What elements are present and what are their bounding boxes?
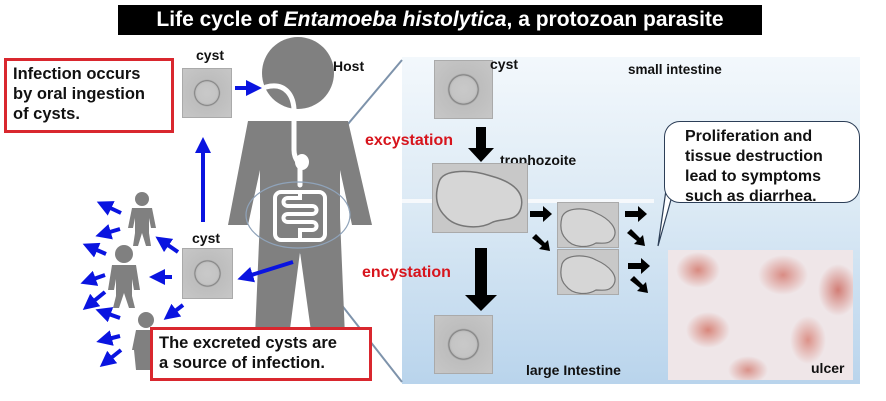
spread-arrow-8 bbox=[82, 290, 107, 311]
person-figure-1 bbox=[128, 192, 156, 246]
callout-line-3: lead to symptoms bbox=[685, 168, 822, 185]
panel-cyst-image-bottom bbox=[434, 315, 493, 374]
spread-arrow-3 bbox=[163, 303, 185, 320]
transmission-arrows bbox=[80, 80, 294, 367]
spread-arrow-5 bbox=[95, 224, 121, 240]
diagram-title: Life cycle of Entamoeba histolytica, a p… bbox=[118, 5, 762, 35]
cyst-image-bottom bbox=[182, 248, 233, 299]
excreted-line-1: The excreted cysts are bbox=[159, 334, 337, 352]
callout-line-2: tissue destruction bbox=[685, 148, 823, 165]
host-label: Host bbox=[333, 58, 365, 74]
panel-cyst-label: cyst bbox=[490, 56, 519, 72]
infection-info-box: Infection occurs by oral ingestion of cy… bbox=[4, 58, 174, 133]
cyst-top-label: cyst bbox=[196, 47, 225, 63]
encystation-label: encystation bbox=[362, 264, 451, 281]
trophozoite-image-daughter-1 bbox=[557, 202, 619, 248]
ulcer-label: ulcer bbox=[811, 360, 845, 376]
spread-arrow-9 bbox=[95, 307, 121, 323]
infection-line-3: of cysts. bbox=[13, 105, 80, 123]
trophozoite-image bbox=[432, 163, 528, 233]
spread-arrow-7 bbox=[80, 270, 106, 286]
digestive-tract-icon bbox=[263, 83, 327, 242]
division-arrow-down bbox=[532, 234, 550, 251]
symptoms-callout: Proliferation and tissue destruction lea… bbox=[664, 121, 860, 205]
proliferation-arrow-1 bbox=[625, 206, 647, 222]
person-figure-2 bbox=[108, 245, 140, 308]
proliferation-arrow-2 bbox=[627, 229, 645, 246]
callout-line-1: Proliferation and bbox=[685, 128, 813, 145]
proliferation-arrow-4 bbox=[630, 276, 648, 293]
callout-line-4: such as diarrhea. bbox=[685, 188, 817, 205]
infection-line-1: Infection occurs bbox=[13, 65, 141, 83]
intestine-divider bbox=[402, 199, 654, 203]
title-suffix: , a protozoan parasite bbox=[506, 8, 724, 31]
spread-arrow-4 bbox=[96, 201, 122, 216]
excreted-info-box: The excreted cysts are a source of infec… bbox=[150, 327, 372, 381]
panel-cyst-image-top bbox=[434, 60, 493, 119]
title-prefix: Life cycle of bbox=[156, 8, 284, 31]
intestine-focus-ellipse bbox=[245, 181, 351, 249]
lifecycle-arrows bbox=[465, 127, 650, 311]
excystation-label: excystation bbox=[365, 132, 454, 149]
title-species: Entamoeba histolytica bbox=[283, 8, 507, 31]
spread-arrow-10 bbox=[96, 330, 121, 346]
cyst-bottom-label: cyst bbox=[192, 230, 221, 246]
infection-line-2: by oral ingestion bbox=[13, 85, 146, 103]
trophozoite-image-daughter-2 bbox=[557, 249, 619, 295]
excretion-arrow bbox=[237, 260, 294, 283]
excreted-line-2: a source of infection. bbox=[159, 354, 325, 372]
spread-arrow-1 bbox=[155, 236, 180, 254]
small-intestine-label: small intestine bbox=[628, 62, 722, 77]
spread-arrow-6 bbox=[82, 242, 107, 258]
large-intestine-label: large Intestine bbox=[526, 362, 621, 378]
cyst-image-top bbox=[182, 68, 232, 118]
division-arrow-right bbox=[530, 206, 552, 222]
encystation-arrow bbox=[465, 248, 497, 311]
excystation-arrow bbox=[468, 127, 494, 162]
ulcer-image bbox=[668, 250, 853, 380]
proliferation-arrow-3 bbox=[628, 258, 650, 274]
spread-arrow-11 bbox=[99, 348, 123, 367]
